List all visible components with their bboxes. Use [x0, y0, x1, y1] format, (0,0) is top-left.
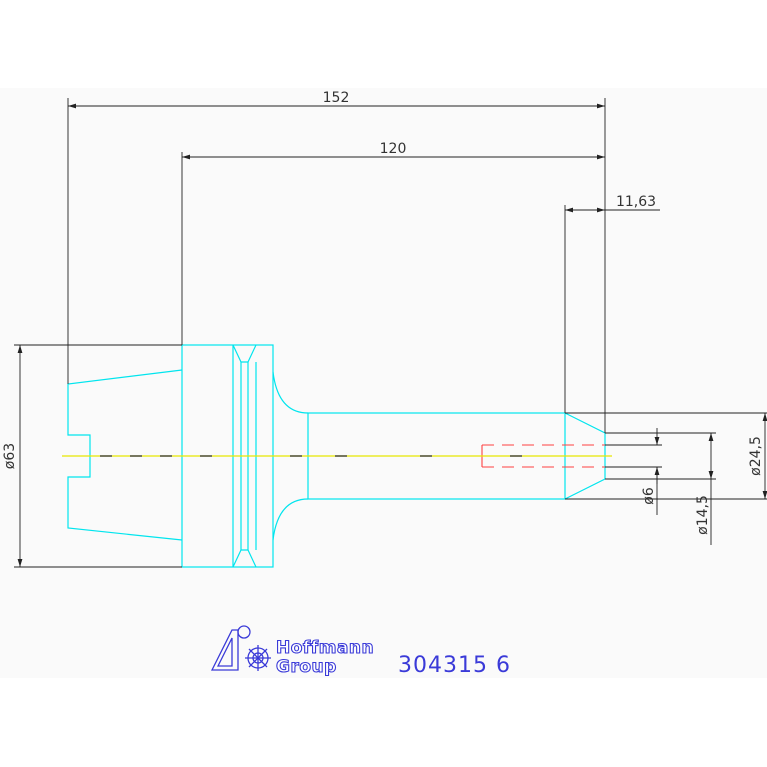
dimension-lines: [14, 98, 767, 568]
dim-tip-diameter: ø14,5: [695, 495, 711, 535]
logo-mark-icon: [210, 625, 271, 671]
dim-flange-diameter: ø63: [2, 443, 18, 469]
part-number: 304315 6: [398, 653, 511, 678]
dim-tip-length: 11,63: [616, 194, 656, 210]
v-groove-top: [232, 344, 257, 363]
v-groove-bottom: [232, 549, 257, 568]
logo-line-1: Hoffmann: [276, 638, 374, 658]
dim-gauge-length: 120: [380, 141, 407, 157]
neck-radius-top: [272, 371, 309, 414]
dim-bore-diameter: ø6: [641, 487, 657, 505]
neck-radius-bottom: [272, 498, 309, 541]
dim-shank-diameter: ø24,5: [748, 436, 764, 476]
drawing-sheet: [0, 88, 767, 678]
taper-outline: [67, 369, 183, 541]
hoffmann-logo: Hoffmann Group: [210, 625, 374, 678]
logo-line-2: Group: [276, 657, 337, 677]
dim-overall-length: 152: [323, 90, 350, 106]
